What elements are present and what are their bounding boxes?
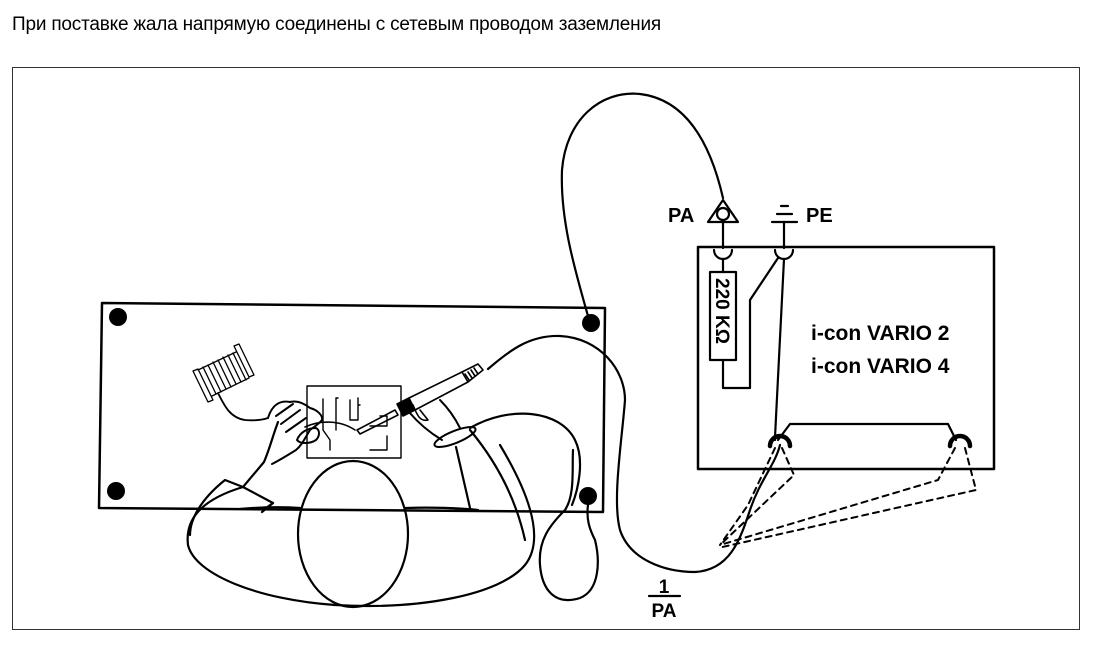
mat-snap-bottom-left	[107, 482, 125, 500]
esd-mat	[97, 301, 607, 514]
dashed-tool-cables	[717, 447, 977, 549]
soldering-iron-cable	[486, 334, 782, 574]
mat-snap-top-left	[109, 308, 127, 326]
mat-snap-top-right	[582, 314, 600, 332]
wrist-strap	[433, 426, 477, 448]
soldering-iron	[356, 363, 484, 435]
fraction-label: 1 PA	[647, 577, 682, 622]
device-model-line-2: i-con VARIO 4	[811, 355, 950, 378]
wrist-strap-cord	[468, 412, 582, 507]
diagram-caption: При поставке жала напрямую соединены с с…	[12, 14, 661, 35]
output-socket-1	[767, 433, 793, 449]
left-hand	[267, 400, 356, 465]
pa-label: PA	[668, 205, 694, 227]
fraction-numerator: 1	[659, 577, 670, 598]
pe-ground-symbol	[770, 204, 799, 250]
pe-label: PE	[806, 205, 833, 227]
station-device	[696, 245, 996, 471]
solder-spool	[192, 343, 269, 422]
output-socket-2	[947, 433, 973, 449]
pa-terminal-symbol	[706, 198, 740, 250]
right-hand	[408, 399, 477, 448]
diagram-frame	[12, 67, 1080, 630]
person-head	[296, 459, 410, 609]
mat-snap-bottom-right	[579, 487, 597, 505]
person-figure	[186, 420, 536, 609]
resistor-label: 220 KΩ	[711, 278, 732, 344]
mat-ground-lead	[560, 92, 725, 318]
snap-loop-wire	[538, 448, 599, 602]
internal-wiring	[708, 248, 958, 442]
fraction-denominator: PA	[652, 601, 677, 622]
device-model-line-1: i-con VARIO 2	[811, 322, 949, 345]
